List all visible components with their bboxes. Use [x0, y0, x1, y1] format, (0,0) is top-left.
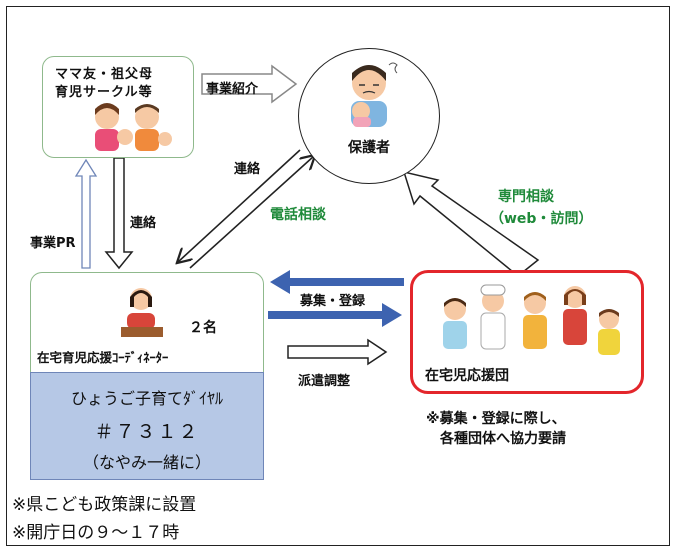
contact-left-label: 連絡: [130, 216, 157, 231]
coordinator-count: ２名: [189, 320, 217, 336]
coordinator-box: ２名 在宅育児応援ｺｰﾃﾞｨﾈｰﾀｰ: [30, 272, 264, 373]
diagram-frame: [6, 6, 670, 546]
specialist-label-2: （web・訪問）: [490, 211, 593, 227]
dial-box: ひょうご子育てﾀﾞｲﾔﾙ ＃７３１２ （なやみ一緒に）: [30, 372, 264, 480]
recruit-note-2: 各種団体へ協力要請: [440, 431, 566, 447]
circle-box-line2: 育児サークル等: [55, 85, 153, 100]
coordinator-title: 在宅育児応援ｺｰﾃﾞｨﾈｰﾀｰ: [37, 350, 169, 365]
parent-illustration: [351, 62, 398, 127]
pr-up-arrow: [74, 158, 98, 269]
circle-box: ママ友・祖父母 育児サークル等: [42, 56, 194, 158]
dispatch-label: 派遣調整: [298, 374, 351, 389]
pr-label: 事業PR: [30, 236, 76, 251]
intro-label: 事業紹介: [206, 82, 259, 97]
supporters-illustration: [443, 284, 620, 355]
intro-arrow: [201, 64, 298, 104]
parent-label: 保護者: [348, 140, 390, 156]
dial-name: ひょうご子育てﾀﾞｲﾔﾙ: [70, 389, 223, 408]
dispatch-arrow: [287, 338, 388, 366]
phone-consult-label: 電話相談: [270, 207, 326, 223]
family-illustration: [95, 103, 172, 151]
bottom-note-1: ※県こども政策課に設置: [12, 495, 197, 515]
support-group-box: 在宅児応援団: [410, 270, 644, 394]
recruit-right-arrow: [268, 303, 402, 327]
contact-diagonal-arrow: [178, 149, 314, 269]
recruit-note-1: ※募集・登録に際し、: [426, 411, 566, 427]
bottom-note-2: ※開庁日の９～１７時: [12, 523, 180, 543]
circle-box-line1: ママ友・祖父母: [55, 67, 154, 82]
operator-illustration: [121, 288, 163, 337]
contact-upper-label: 連絡: [234, 162, 261, 177]
support-group-label: 在宅児応援団: [425, 368, 509, 384]
parent-circle: 保護者: [298, 48, 440, 184]
dial-number: ＃７３１２: [94, 421, 200, 443]
recruit-left-arrow: [270, 270, 404, 294]
recruit-label: 募集・登録: [300, 294, 366, 309]
dial-tagline: （なやみ一緒に）: [82, 453, 211, 472]
contact-down-arrow: [104, 157, 134, 270]
specialist-label-1: 専門相談: [498, 189, 554, 205]
